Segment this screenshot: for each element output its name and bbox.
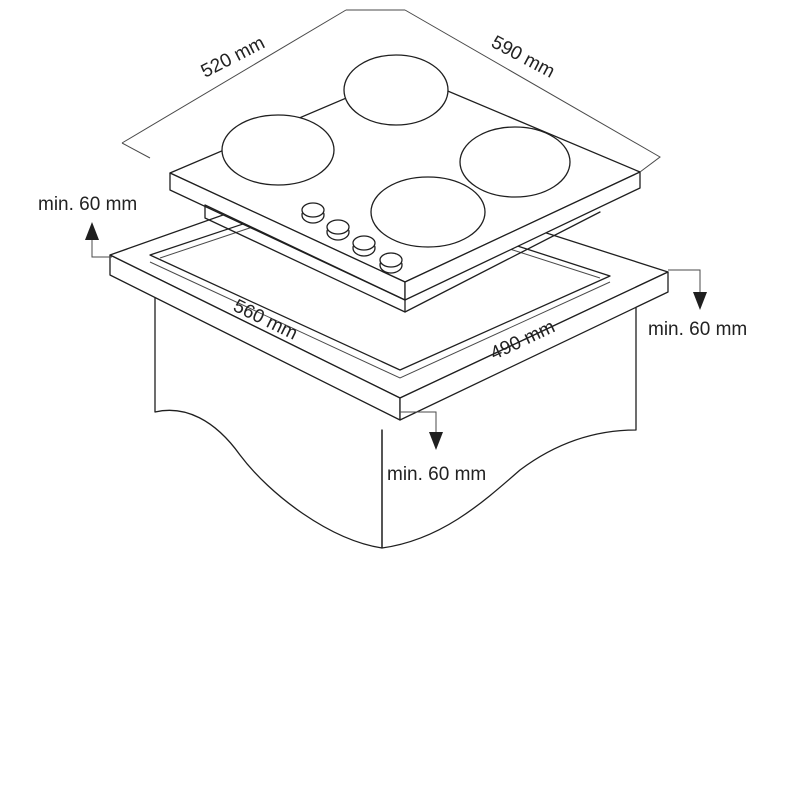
burners <box>221 54 571 248</box>
knob-2 <box>326 219 350 241</box>
control-knobs <box>301 202 403 274</box>
knob-3 <box>352 235 376 257</box>
label-clearance-back: min. 60 mm <box>38 194 137 215</box>
knob-1 <box>301 202 325 224</box>
dim-line-hob-depth <box>121 9 405 159</box>
hob-casing-right <box>404 211 601 313</box>
arrow-down-icon <box>693 292 707 310</box>
leader-right <box>668 269 701 300</box>
hob <box>169 54 641 313</box>
cabinet-left-side <box>154 289 383 549</box>
label-hob-depth: 520 mm <box>198 33 269 83</box>
dim-line-hob-width <box>404 9 661 173</box>
burner-left <box>221 114 335 186</box>
label-clearance-right: min. 60 mm <box>648 319 747 340</box>
clearance-arrows <box>85 222 707 450</box>
leader-back <box>91 238 112 258</box>
dimension-lines <box>91 9 701 440</box>
cabinet <box>154 289 637 549</box>
arrow-down-icon-front <box>429 432 443 450</box>
cutout-inner-edge-2 <box>149 261 611 379</box>
label-clearance-front: min. 60 mm <box>387 464 486 485</box>
burner-right <box>459 126 571 198</box>
burner-back <box>343 54 449 126</box>
worktop-front-right-edge <box>399 271 669 421</box>
burner-front <box>370 176 486 248</box>
leader-front <box>400 411 437 440</box>
arrow-up-icon <box>85 222 99 240</box>
cabinet-right-side <box>381 304 637 549</box>
hob-front-right-edge <box>404 171 641 301</box>
knob-4 <box>379 252 403 274</box>
label-hob-width: 590 mm <box>488 32 558 83</box>
